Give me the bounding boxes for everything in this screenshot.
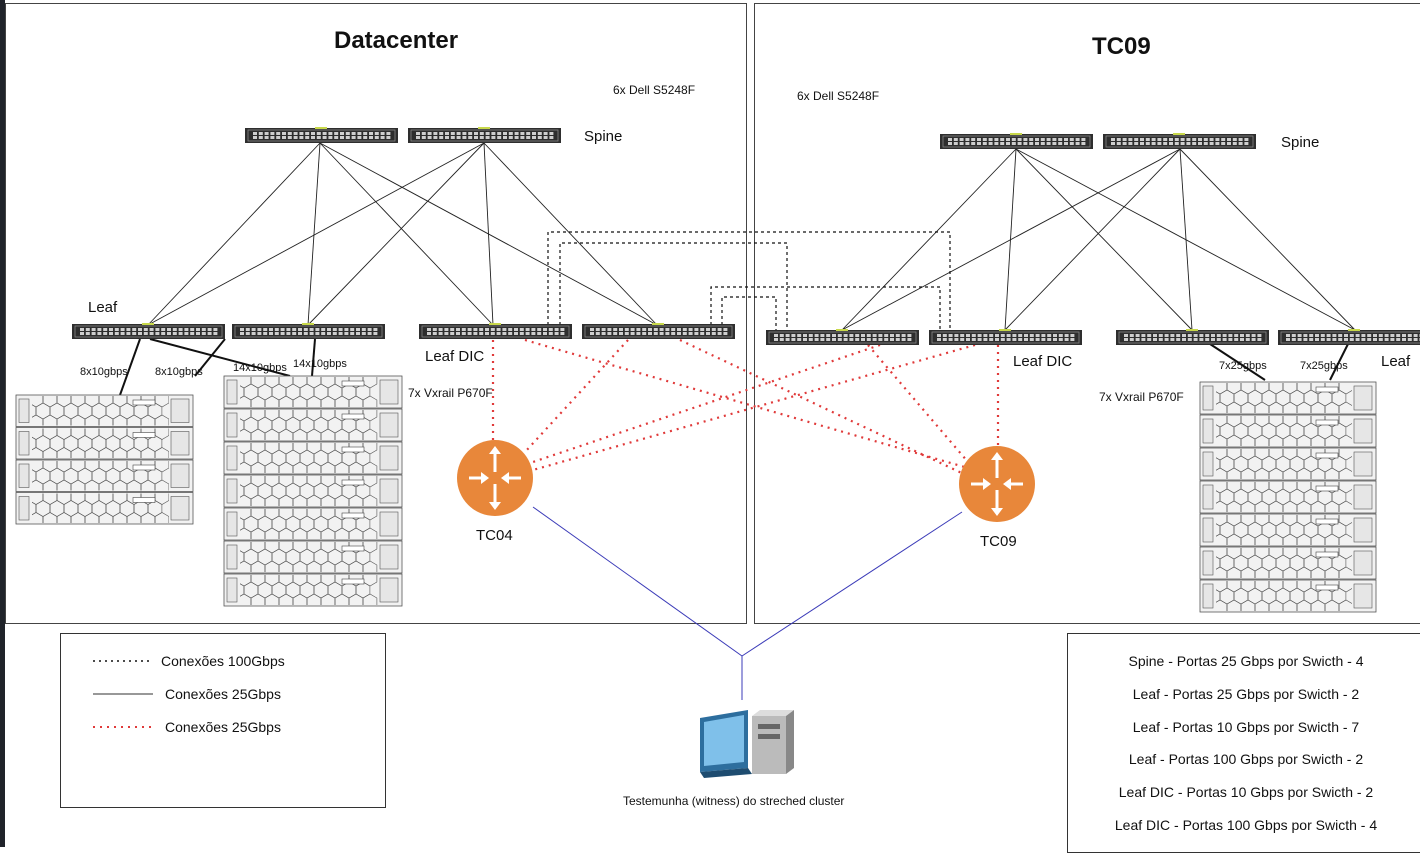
dc-fabric-links	[147, 142, 658, 326]
server-unit	[223, 573, 403, 607]
link-label: 7x25gbps	[1300, 360, 1348, 372]
server-unit	[15, 492, 194, 525]
port-info-line: Leaf DIC - Portas 10 Gbps por Swicth - 2	[1118, 784, 1374, 800]
dc-leaf-label: Leaf	[88, 299, 118, 316]
port-info-line: Leaf - Portas 100 Gbps por Swicth - 2	[1128, 751, 1364, 767]
server-unit	[15, 427, 194, 460]
tc09-server-label: 7x Vxrail P670F	[1099, 390, 1184, 404]
dc-interconnect-100g	[547, 231, 951, 330]
leaf-switch	[1278, 329, 1420, 345]
legend-item-label: Conexões 25Gbps	[165, 719, 281, 735]
server-unit	[15, 459, 194, 492]
server-unit	[223, 540, 403, 574]
link-label: 7x25gbps	[1219, 360, 1267, 372]
link-label: 14x10gbps	[293, 358, 347, 370]
port-info-line: Leaf - Portas 25 Gbps por Swicth - 2	[1132, 686, 1360, 702]
port-info-line: Spine - Portas 25 Gbps por Swicth - 4	[1128, 653, 1364, 669]
server-unit	[1199, 579, 1377, 613]
server-unit	[15, 394, 194, 427]
dc-leaf-dic-label: Leaf DIC	[425, 348, 485, 365]
leaf-switch	[1116, 329, 1269, 345]
tc09-switch-model: 6x Dell S5248F	[797, 89, 880, 103]
legend-item-label: Conexões 25Gbps	[165, 686, 281, 702]
tc09-title: TC09	[1092, 33, 1151, 60]
server-unit	[1199, 381, 1377, 415]
spine-switch	[245, 127, 398, 143]
server-unit	[1199, 513, 1377, 547]
leaf-dic-switch	[929, 329, 1082, 345]
legend-lines	[93, 660, 153, 728]
port-info-line: Leaf DIC - Portas 100 Gbps por Swicth - …	[1114, 817, 1378, 833]
leaf-switch	[72, 323, 225, 339]
port-info-line: Leaf - Portas 10 Gbps por Swicth - 7	[1132, 719, 1360, 735]
tc09-leaf-dic-label: Leaf DIC	[1013, 353, 1073, 370]
spine-switch	[940, 133, 1093, 149]
link-label: 14x10gbps	[233, 362, 287, 374]
server-unit	[1199, 480, 1377, 514]
port-info-panel: Spine - Portas 25 Gbps por Swicth - 4 Le…	[1067, 633, 1420, 853]
legend-item-label: Conexões 100Gbps	[161, 653, 285, 669]
router-links-25g	[491, 338, 1000, 477]
tc09-spine-label: Spine	[1281, 134, 1320, 151]
server-unit	[223, 408, 403, 442]
tc04-router-label: TC04	[476, 527, 513, 544]
link-label: 8x10gbps	[80, 366, 128, 378]
server-unit	[223, 441, 403, 475]
leaf-dic-switch	[766, 329, 919, 345]
dc-switch-model: 6x Dell S5248F	[613, 83, 696, 97]
dc-spine-label: Spine	[584, 128, 623, 145]
server-unit	[223, 507, 403, 541]
link-label: 8x10gbps	[155, 366, 203, 378]
tc09-router-label: TC09	[980, 533, 1017, 550]
leaf-server-links	[119, 338, 1349, 396]
server-unit	[1199, 546, 1377, 580]
datacenter-title: Datacenter	[334, 27, 459, 54]
spine-switch	[1103, 133, 1256, 149]
server-unit	[223, 474, 403, 508]
leaf-dic-switch	[419, 323, 572, 339]
spine-switch	[408, 127, 561, 143]
server-unit	[1199, 414, 1377, 448]
window-edge	[0, 0, 5, 847]
witness-links	[532, 506, 963, 700]
witness-label: Testemunha (witness) do streched cluster	[623, 794, 845, 808]
leaf-switch	[232, 323, 385, 339]
leaf-dic-switch	[582, 323, 735, 339]
dc-server-label: 7x Vxrail P670F	[408, 386, 493, 400]
legend: Conexões 100Gbps Conexões 25Gbps Conexõe…	[60, 633, 386, 808]
tc09-leaf-label: Leaf	[1381, 353, 1411, 370]
tc09-fabric-links	[841, 148, 1356, 331]
server-unit	[223, 375, 403, 409]
server-unit	[1199, 447, 1377, 481]
